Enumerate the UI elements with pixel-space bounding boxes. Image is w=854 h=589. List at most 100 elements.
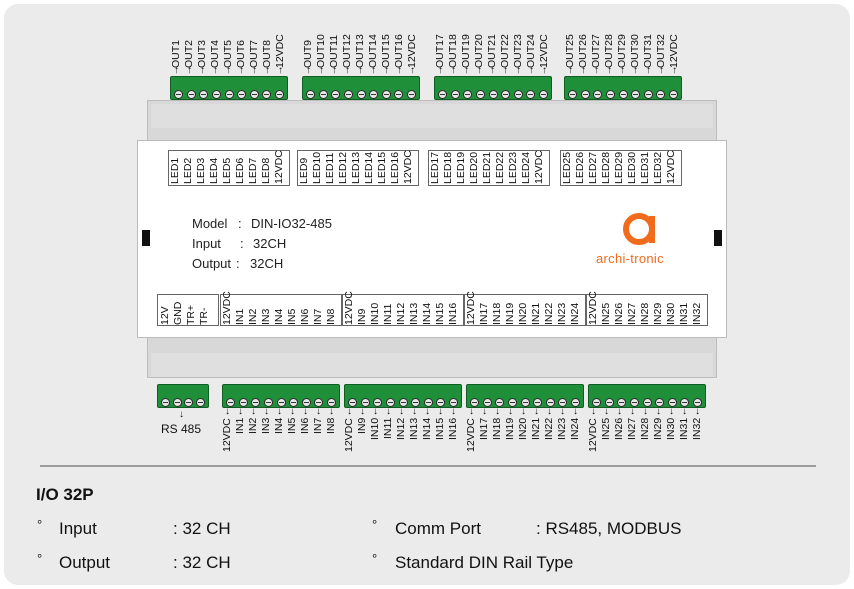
screw-icon[interactable] bbox=[513, 90, 523, 99]
screw-icon[interactable] bbox=[276, 398, 286, 407]
rs485-terminal-block[interactable] bbox=[157, 384, 209, 408]
led-label: LED18 bbox=[442, 151, 454, 184]
input-pin-label: IN5 bbox=[286, 308, 298, 325]
screw-icon[interactable] bbox=[360, 398, 370, 407]
screw-icon[interactable] bbox=[423, 398, 433, 407]
screw-icon[interactable] bbox=[348, 398, 357, 407]
input-terminal-block[interactable] bbox=[222, 384, 340, 408]
screw-icon[interactable] bbox=[161, 398, 170, 407]
screw-icon[interactable] bbox=[381, 90, 391, 99]
output-label: Output bbox=[192, 256, 232, 271]
output-terminal-block[interactable] bbox=[564, 76, 682, 100]
screw-icon[interactable] bbox=[604, 398, 614, 407]
screw-icon[interactable] bbox=[470, 398, 479, 407]
screw-icon[interactable] bbox=[226, 398, 235, 407]
screw-icon[interactable] bbox=[526, 90, 536, 99]
screw-icon[interactable] bbox=[482, 398, 492, 407]
screw-row bbox=[306, 90, 416, 99]
screw-icon[interactable] bbox=[385, 398, 395, 407]
arrow-down-icon: ↓ bbox=[179, 409, 184, 420]
screw-icon[interactable] bbox=[438, 90, 447, 99]
screw-icon[interactable] bbox=[262, 90, 272, 99]
screw-icon[interactable] bbox=[631, 90, 641, 99]
screw-icon[interactable] bbox=[195, 398, 205, 407]
screw-icon[interactable] bbox=[356, 90, 366, 99]
screw-icon[interactable] bbox=[533, 398, 543, 407]
screw-icon[interactable] bbox=[449, 398, 458, 407]
screw-icon[interactable] bbox=[411, 398, 421, 407]
screw-icon[interactable] bbox=[501, 90, 511, 99]
output-pin-label: OUT12 bbox=[341, 34, 353, 68]
screw-icon[interactable] bbox=[580, 90, 590, 99]
screw-icon[interactable] bbox=[656, 90, 666, 99]
screw-icon[interactable] bbox=[475, 90, 485, 99]
screw-icon[interactable] bbox=[398, 398, 408, 407]
screw-icon[interactable] bbox=[495, 398, 505, 407]
screw-icon[interactable] bbox=[184, 398, 194, 407]
screw-icon[interactable] bbox=[571, 398, 580, 407]
input-terminal-label: IN31 bbox=[678, 418, 690, 441]
screw-icon[interactable] bbox=[238, 398, 248, 407]
screw-icon[interactable] bbox=[558, 398, 568, 407]
screw-icon[interactable] bbox=[251, 398, 261, 407]
input-terminal-block[interactable] bbox=[466, 384, 584, 408]
screw-icon[interactable] bbox=[629, 398, 639, 407]
screw-icon[interactable] bbox=[394, 90, 404, 99]
screw-icon[interactable] bbox=[224, 90, 234, 99]
screw-icon[interactable] bbox=[667, 398, 677, 407]
screw-icon[interactable] bbox=[237, 90, 247, 99]
output-terminal-block[interactable] bbox=[170, 76, 288, 100]
screw-icon[interactable] bbox=[618, 90, 628, 99]
screw-icon[interactable] bbox=[669, 90, 678, 99]
screw-icon[interactable] bbox=[693, 398, 702, 407]
screw-icon[interactable] bbox=[327, 398, 336, 407]
screw-icon[interactable] bbox=[593, 90, 603, 99]
screw-icon[interactable] bbox=[249, 90, 259, 99]
screw-icon[interactable] bbox=[642, 398, 652, 407]
input-terminal-label: IN12 bbox=[395, 418, 407, 441]
screw-icon[interactable] bbox=[605, 90, 615, 99]
screw-icon[interactable] bbox=[186, 90, 196, 99]
screw-icon[interactable] bbox=[306, 90, 315, 99]
screw-icon[interactable] bbox=[373, 398, 383, 407]
left-clip bbox=[142, 230, 150, 246]
screw-icon[interactable] bbox=[545, 398, 555, 407]
screw-icon[interactable] bbox=[407, 90, 416, 99]
screw-icon[interactable] bbox=[450, 90, 460, 99]
screw-icon[interactable] bbox=[592, 398, 601, 407]
led-label: LED22 bbox=[494, 151, 506, 184]
screw-icon[interactable] bbox=[289, 398, 299, 407]
screw-icon[interactable] bbox=[314, 398, 324, 407]
screw-icon[interactable] bbox=[174, 90, 183, 99]
screw-icon[interactable] bbox=[436, 398, 446, 407]
screw-icon[interactable] bbox=[318, 90, 328, 99]
screw-icon[interactable] bbox=[331, 90, 341, 99]
screw-icon[interactable] bbox=[172, 398, 182, 407]
input-terminal-block[interactable] bbox=[344, 384, 462, 408]
screw-icon[interactable] bbox=[343, 90, 353, 99]
screw-icon[interactable] bbox=[275, 90, 284, 99]
screw-icon[interactable] bbox=[568, 90, 577, 99]
input-pin-label: IN11 bbox=[382, 303, 394, 325]
screw-icon[interactable] bbox=[211, 90, 221, 99]
screw-icon[interactable] bbox=[199, 90, 209, 99]
output-terminal-block[interactable] bbox=[302, 76, 420, 100]
output-pin-label: OUT2 bbox=[183, 39, 195, 68]
screw-icon[interactable] bbox=[520, 398, 530, 407]
output-pin-label: OUT27 bbox=[590, 34, 602, 68]
screw-icon[interactable] bbox=[507, 398, 517, 407]
screw-icon[interactable] bbox=[488, 90, 498, 99]
screw-icon[interactable] bbox=[263, 398, 273, 407]
screw-icon[interactable] bbox=[655, 398, 665, 407]
screw-icon[interactable] bbox=[680, 398, 690, 407]
screw-icon[interactable] bbox=[617, 398, 627, 407]
led-label: LED15 bbox=[376, 151, 388, 184]
screw-icon[interactable] bbox=[301, 398, 311, 407]
output-terminal-block[interactable] bbox=[434, 76, 552, 100]
led-label: LED4 bbox=[208, 157, 220, 184]
screw-icon[interactable] bbox=[463, 90, 473, 99]
screw-icon[interactable] bbox=[539, 90, 548, 99]
screw-icon[interactable] bbox=[643, 90, 653, 99]
screw-icon[interactable] bbox=[369, 90, 379, 99]
input-terminal-block[interactable] bbox=[588, 384, 706, 408]
